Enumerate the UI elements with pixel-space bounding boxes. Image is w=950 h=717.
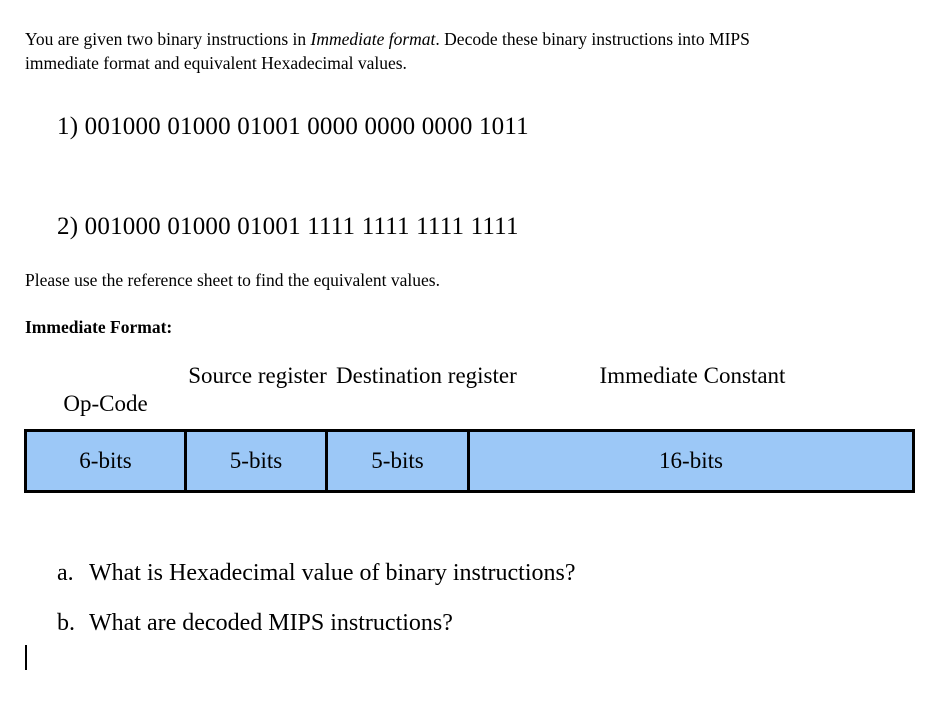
binary-instruction-2: 2) 001000 01000 01001 1111 1111 1111 111… — [57, 213, 519, 240]
field-label-source-register: Source register — [188, 363, 327, 388]
table-cell-immediate-bits: 16-bits — [470, 432, 912, 490]
question-text-a: What is Hexadecimal value of binary inst… — [89, 560, 576, 586]
field-label-opcode: Op-Code — [63, 391, 148, 416]
table-cell-destination-bits: 5-bits — [328, 432, 470, 490]
intro-text-part-2: . Decode these binary instructions into … — [25, 29, 750, 74]
binary-instruction-1: 1) 001000 01000 01001 0000 0000 0000 101… — [57, 113, 529, 140]
field-label-destination-register: Destination register — [336, 363, 517, 388]
intro-italic-term: Immediate format — [310, 29, 436, 49]
table-cell-opcode-bits: 6-bits — [27, 432, 187, 490]
question-list: a. What is Hexadecimal value of binary i… — [57, 561, 576, 661]
text-cursor-caret — [25, 645, 27, 670]
immediate-format-table: 6-bits 5-bits 5-bits 16-bits — [24, 429, 915, 493]
list-item: a. What is Hexadecimal value of binary i… — [57, 561, 576, 585]
format-table-headers: Op-Code Source register Destination regi… — [0, 362, 950, 429]
list-item: b. What are decoded MIPS instructions? — [57, 611, 576, 635]
reference-sheet-note: Please use the reference sheet to find t… — [25, 270, 440, 290]
list-marker-a: a. — [57, 560, 74, 586]
table-cell-source-bits: 5-bits — [187, 432, 328, 490]
question-text-b: What are decoded MIPS instructions? — [89, 610, 453, 636]
intro-paragraph: You are given two binary instructions in… — [25, 27, 815, 75]
section-title-immediate-format: Immediate Format: — [25, 317, 173, 337]
list-marker-b: b. — [57, 610, 75, 636]
field-label-immediate-constant: Immediate Constant — [599, 363, 786, 388]
intro-text-part-1: You are given two binary instructions in — [25, 29, 311, 49]
